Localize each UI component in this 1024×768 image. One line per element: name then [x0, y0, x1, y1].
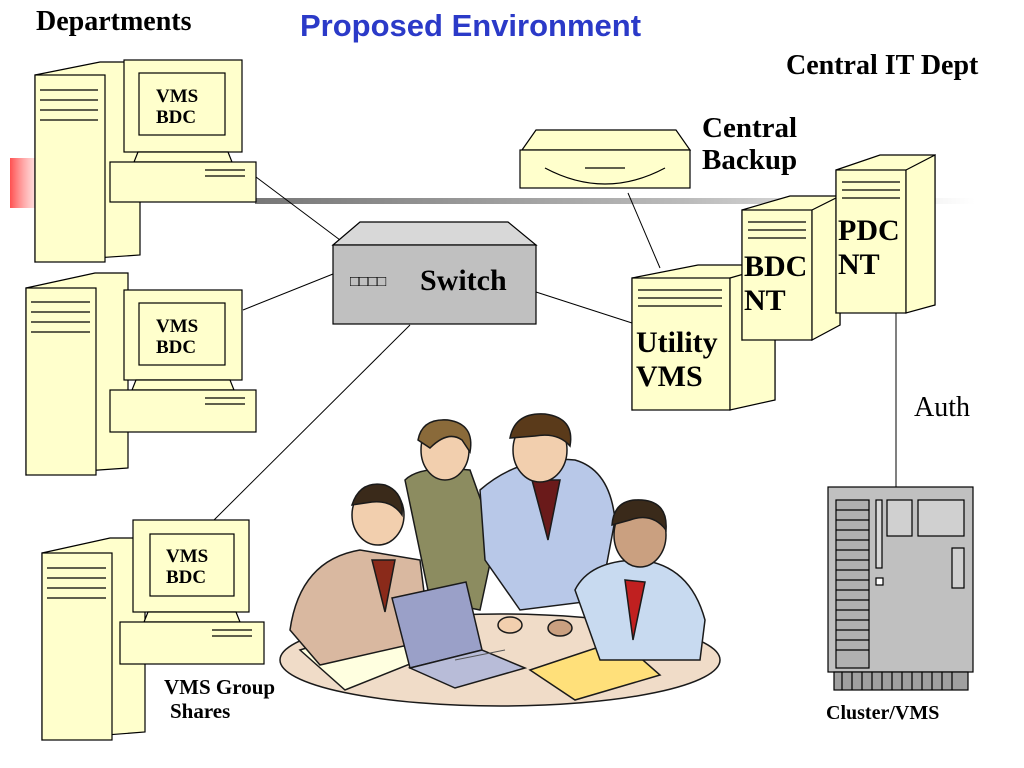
dept-pc-3-line1: VMS: [166, 546, 209, 567]
pdc-nt-server[interactable]: [835, 154, 936, 314]
link-backup-utility: [627, 192, 661, 269]
switch-port-glyphs: □□□□: [350, 274, 387, 290]
dept-pc-2-line1: VMS: [156, 316, 199, 337]
cluster-label: Cluster/VMS: [826, 702, 940, 724]
dept-pc-3-line2: BDC: [166, 567, 207, 589]
link-pc2-switch: [242, 273, 334, 311]
auth-label: Auth: [914, 392, 970, 423]
utility-server-line2: VMS: [636, 359, 703, 393]
utility-server-label: Utility VMS: [636, 326, 718, 393]
central-backup-line1: Central: [702, 112, 798, 144]
link-pc3-switch: [211, 324, 411, 523]
dept-pc-2-line2: BDC: [156, 337, 197, 359]
dept-pc-2-label: VMS BDC: [156, 316, 198, 359]
pdc-server-line1: PDC: [838, 214, 900, 247]
bdc-server-line2: NT: [744, 283, 786, 317]
slide-title: Proposed Environment: [300, 8, 642, 43]
dept-pc-3-label: VMS BDC: [166, 546, 208, 589]
dept-pc-1[interactable]: [34, 59, 257, 263]
central-backup-line2: Backup: [702, 144, 798, 177]
dept-pc-1-line2: BDC: [156, 107, 197, 129]
dept-pc-3[interactable]: [41, 519, 265, 741]
central-it-heading: Central IT Dept: [786, 50, 979, 81]
network-switch[interactable]: [331, 221, 538, 325]
bdc-server-label: BDC NT: [744, 250, 807, 317]
meeting-clipart: [279, 413, 721, 707]
central-backup-drive[interactable]: [519, 129, 692, 189]
utility-server-line1: Utility: [636, 326, 718, 359]
utility-vms-server[interactable]: [631, 264, 776, 411]
link-pc1-switch: [255, 176, 341, 241]
group-shares-line1: VMS Group: [164, 675, 276, 699]
group-shares-label: VMS Group Shares: [164, 675, 276, 723]
cluster-vms-cabinet[interactable]: [827, 486, 974, 691]
bdc-server-line1: BDC: [744, 250, 808, 283]
departments-heading: Departments: [36, 6, 192, 37]
dept-pc-1-line1: VMS: [156, 86, 199, 107]
pdc-server-label: PDC NT: [838, 214, 900, 281]
switch-label: Switch: [420, 264, 507, 297]
link-switch-utility: [535, 291, 633, 324]
dept-pc-2[interactable]: [25, 272, 257, 476]
dept-pc-1-label: VMS BDC: [156, 86, 198, 129]
bdc-nt-server[interactable]: [741, 195, 841, 342]
pdc-server-line2: NT: [838, 247, 880, 281]
group-shares-line2: Shares: [170, 698, 231, 723]
connection-lines: [211, 176, 897, 523]
accent-divider-bar: [255, 198, 975, 204]
central-backup-label: Central Backup: [702, 112, 797, 177]
